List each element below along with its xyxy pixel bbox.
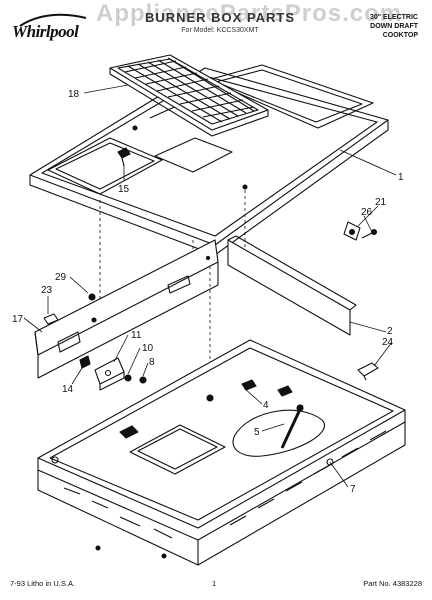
page-subtitle: For Model: KCCS30XMT (181, 27, 259, 34)
watermark: AppliancePartsPros.com (96, 0, 403, 27)
callout-23: 23 (41, 285, 53, 296)
bracket-part-21 (343, 221, 378, 241)
page-title: BURNER BOX PARTS (144, 10, 296, 25)
front-panel-part (34, 239, 219, 379)
clip-part-24 (357, 362, 379, 381)
callout-26: 26 (361, 207, 373, 218)
switch-bracket-part (79, 355, 147, 391)
callout-14: 14 (62, 384, 74, 395)
footer-part-number: Part No. 4383228 (363, 579, 422, 588)
callout-5: 5 (254, 427, 260, 438)
callout-18: 18 (68, 89, 80, 100)
callout-8: 8 (149, 357, 155, 368)
callout-7: 7 (350, 484, 356, 495)
vent-grille-part (109, 54, 269, 137)
leader-lines (23, 84, 397, 488)
model-description: 30" ELECTRIC DOWN DRAFT COOKTOP (338, 13, 418, 40)
callout-11: 11 (131, 330, 142, 341)
brand-logo: Whirlpool (12, 10, 94, 44)
footer-print-info: 7-93 Litho in U.S.A. (10, 579, 76, 588)
callout-24: 24 (382, 337, 394, 348)
burner-box-part (37, 339, 406, 566)
washer-part-23 (43, 313, 59, 325)
clip-part-4 (206, 379, 293, 402)
callout-1: 1 (398, 172, 404, 183)
callout-15: 15 (118, 184, 130, 195)
footer-page-number: 1 (212, 579, 217, 588)
callout-29: 29 (55, 272, 67, 283)
logo-swoosh-icon (19, 13, 87, 27)
screw-part-29 (88, 293, 96, 301)
callout-17: 17 (12, 314, 24, 325)
brand-name: Whirlpool (12, 22, 79, 41)
rear-panel-part (227, 235, 357, 336)
callout-21: 21 (375, 197, 387, 208)
model-desc-line: DOWN DRAFT (370, 23, 418, 30)
model-desc-line: 30" ELECTRIC (369, 14, 418, 21)
callout-10: 10 (142, 343, 154, 354)
callout-2: 2 (387, 326, 393, 337)
model-desc-line: COOKTOP (382, 32, 418, 39)
callout-labels: 18 15 1 21 26 29 23 17 11 10 8 14 2 24 4… (12, 89, 404, 495)
element-part-5 (232, 404, 325, 457)
callout-4: 4 (263, 400, 269, 411)
